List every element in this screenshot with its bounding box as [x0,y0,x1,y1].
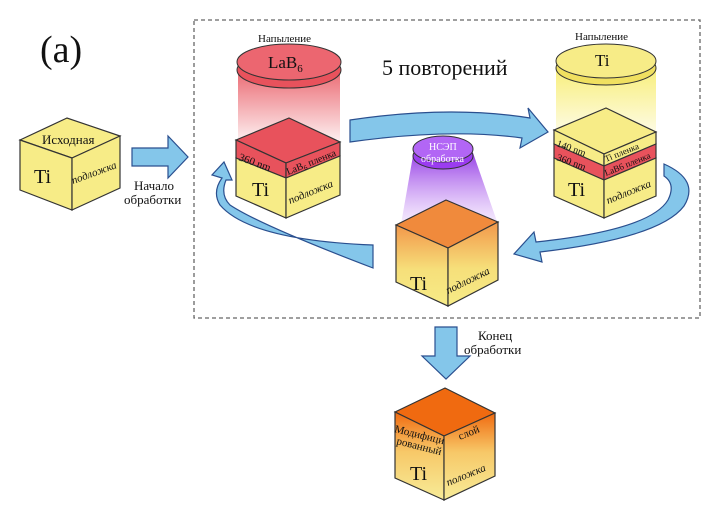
multilayer-cube-ti-label: Ti [568,179,586,201]
initial-cube-top-label: Исходная [42,132,94,147]
end-cube-ti-label: Ti [410,463,428,485]
end-arrow-label-2: обработки [464,342,521,357]
nsep-treated-cube: Ti подложка [394,199,500,307]
loop-boundary [193,19,701,319]
lab6-sputter-source: Напыление LaB6 [236,33,342,145]
lab6-source-label: LaB6 [268,53,303,75]
initial-cube-ti-label: Ti [34,166,52,188]
start-arrow [131,134,189,180]
ti-source-caption: Напыление [575,31,628,43]
nsep-label-1: НСЭП [429,142,457,153]
lab6-cube-ti-label: Ti [252,179,270,201]
loop-arrow-top [349,107,549,150]
ti-source-label: Ti [595,51,610,70]
end-arrow-label-1: Конец [478,328,512,343]
lab6-coated-cube: 360 nm LaB6 пленка Ti подложка [234,117,342,219]
modified-layer-cube: Модифици рованный слой Ti положка [393,387,497,501]
loop-arrow-right [512,163,690,263]
start-arrow-label-2: обработки [124,192,181,207]
nsep-label-2: обработка [421,154,465,165]
loop-count-label: 5 повторений [382,55,508,80]
panel-label: (a) [40,29,82,71]
initial-substrate-cube: Исходная Ti подложка [18,117,122,211]
loop-arrow-left [210,160,374,269]
lab6-source-caption: Напыление [258,33,311,45]
start-arrow-label-1: Начало [134,178,174,193]
multilayer-cube: 140 nm Ti пленка 360 nm LaB6 пленка Ti п… [552,107,658,219]
end-arrow [420,326,472,380]
nsep-cube-ti-label: Ti [410,273,428,295]
